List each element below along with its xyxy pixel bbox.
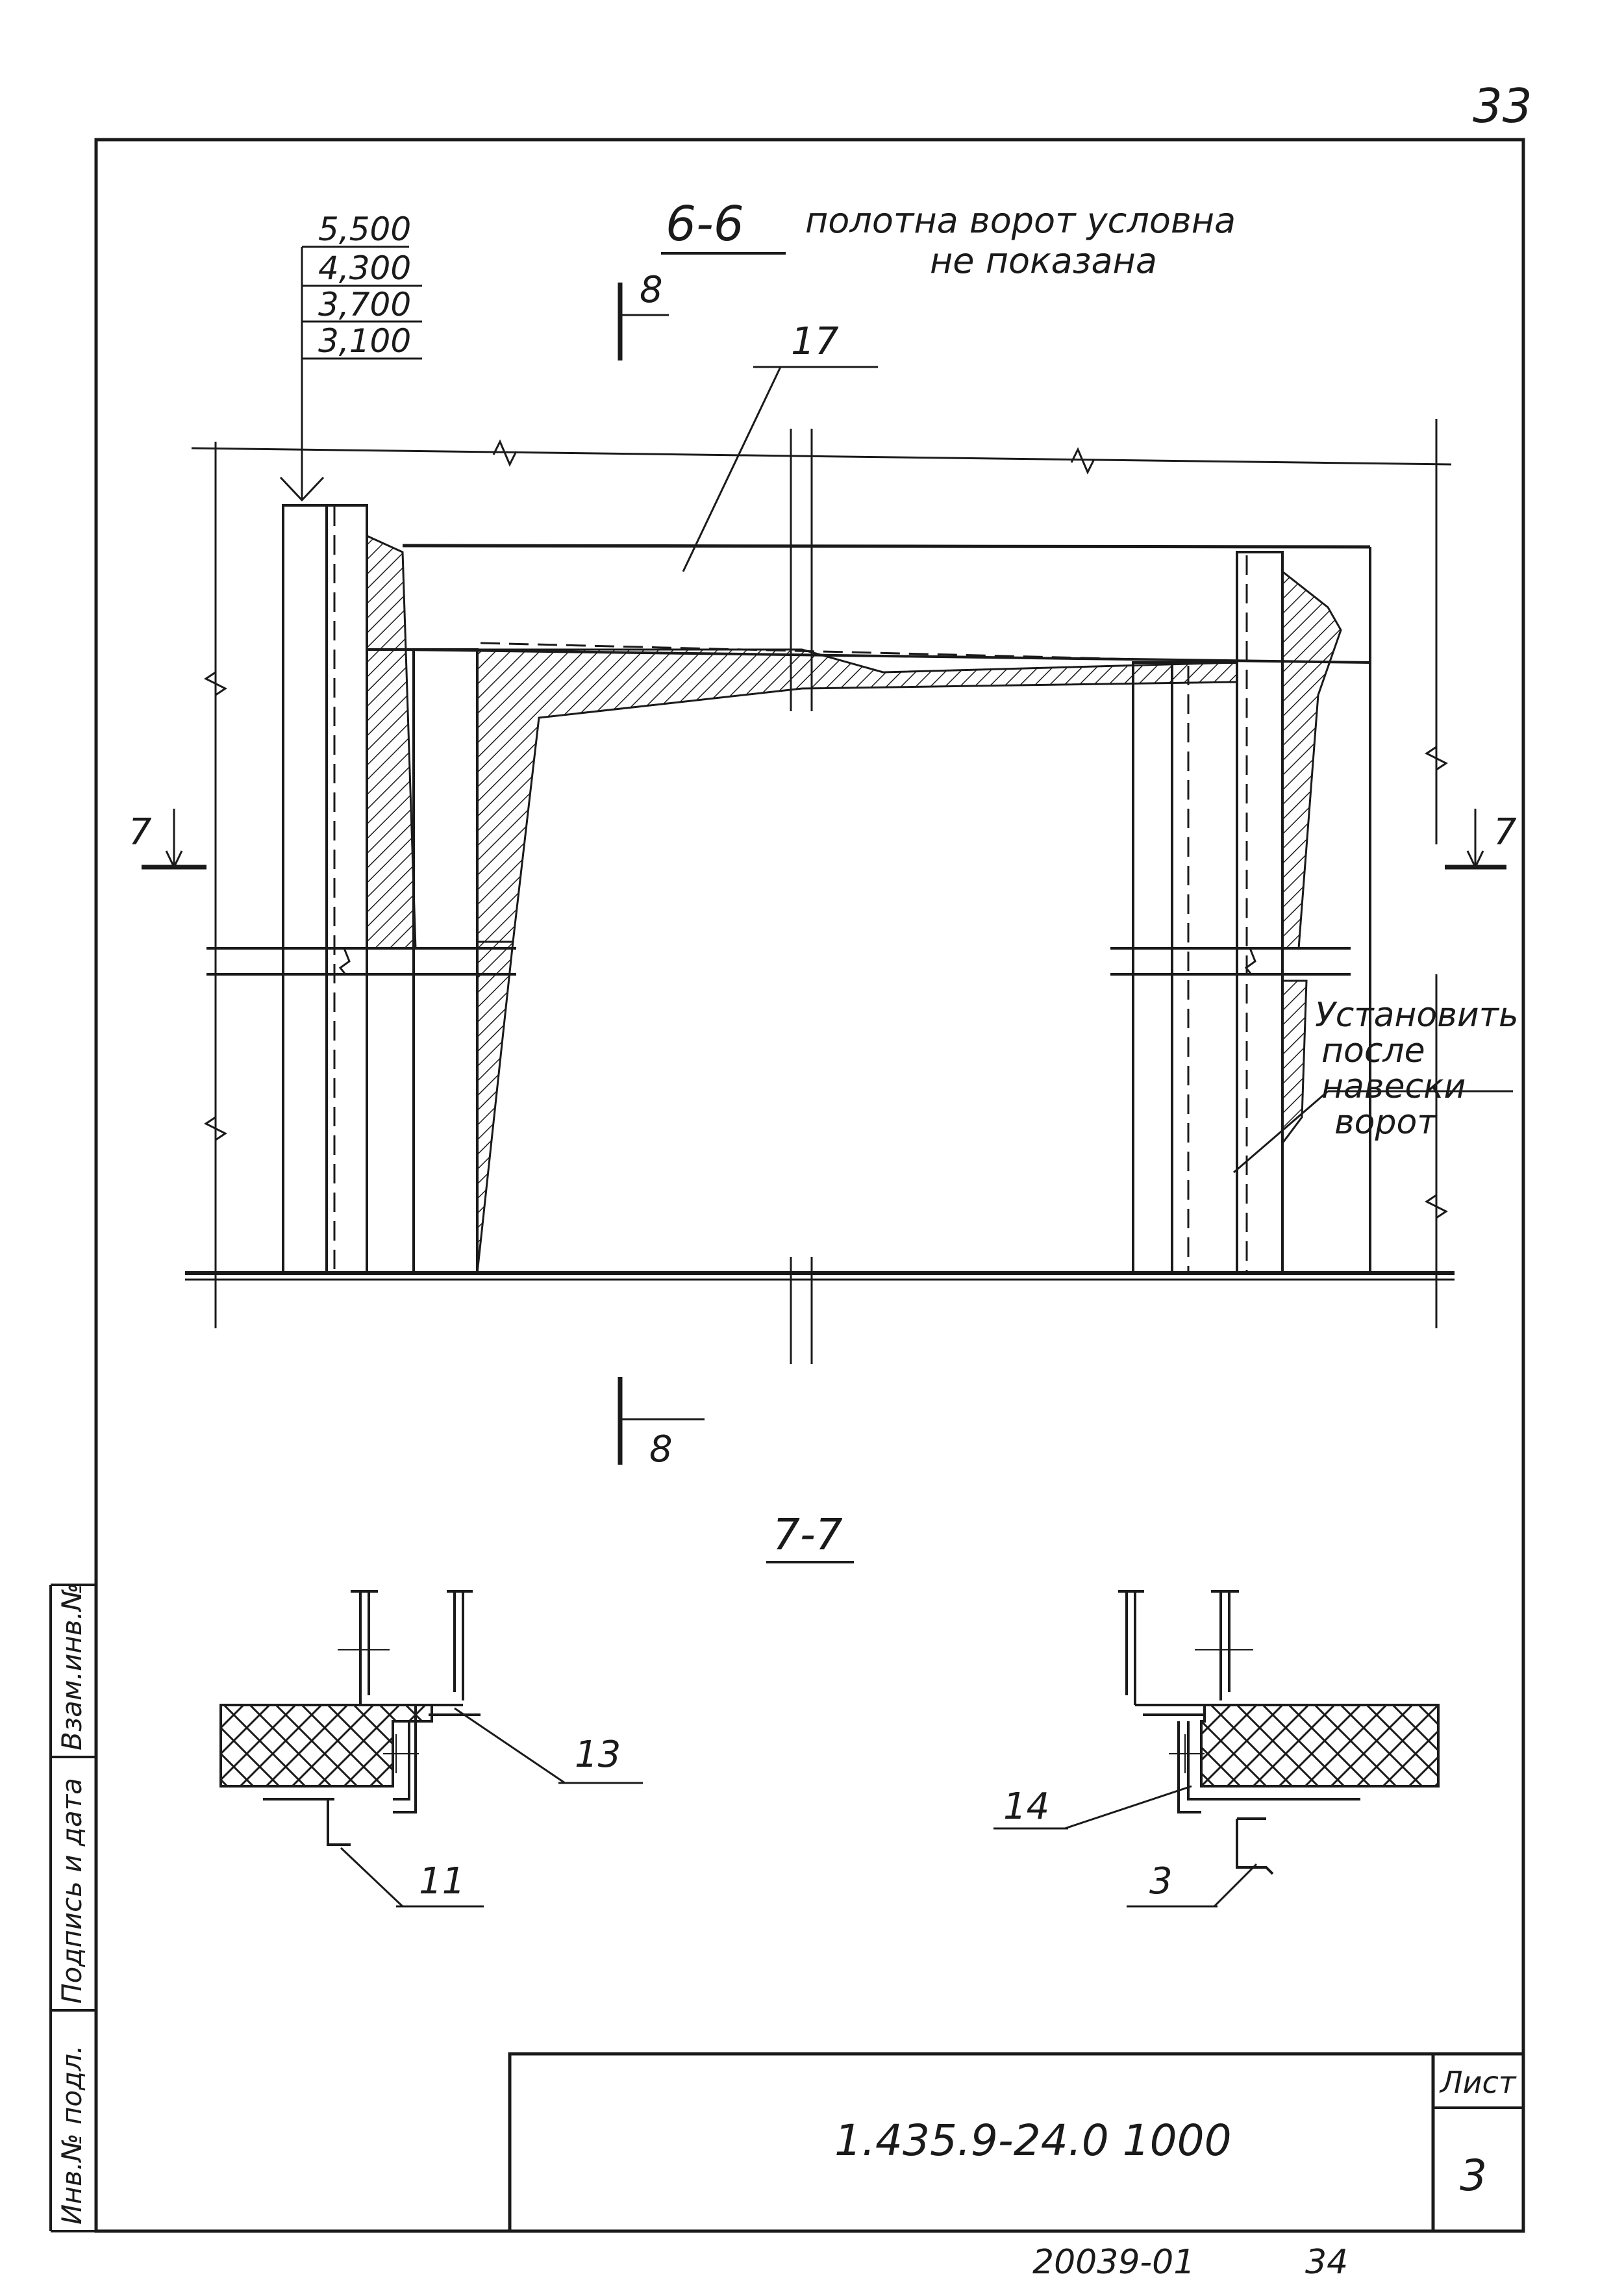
cut-7-right-label: 7 [1493,811,1517,853]
side-stamp: Инв.№ подл. Подпись и дата Взам.инв.№ [49,1583,96,2232]
callout-14-label: 14 [1003,1786,1049,1828]
install-note-line2: после [1321,1031,1425,1070]
install-note: Установить после навески ворот [1233,996,1519,1174]
mid-break [206,947,1351,976]
install-note-line1: Установить [1315,996,1519,1035]
cut-mark-7-right: 7 [1445,809,1517,870]
section-6-title: 6-6 [666,196,744,252]
cut-7-left-label: 7 [129,811,152,853]
sheet-number: 3 [1460,2151,1487,2201]
section-7-title: 7-7 [773,1510,843,1560]
elevation-marks: 5,500 4,300 3,700 3,100 [279,210,422,502]
bottom-number: 34 [1305,2243,1348,2282]
cut-mark-8-top: 8 [618,269,669,360]
callout-3: 3 [1127,1860,1258,1908]
detail-left [219,1590,481,1846]
callout-14: 14 [993,1785,1192,1830]
callout-11-label: 11 [419,1860,465,1902]
dimension-lines [191,419,1452,1328]
elevation-1: 5,500 [318,210,411,248]
document-designation: 1.435.9-24.0 1000 [834,2116,1232,2166]
cut-mark-8-bottom: 8 [618,1377,705,1471]
section-6-6: 6-6 полотна ворот условна не показана 5,… [129,196,1519,1471]
callout-17: 17 [682,319,878,572]
callout-17-label: 17 [791,319,839,363]
detail-right [1118,1590,1440,1875]
stamp-inv-podl: Инв.№ подл. [56,2045,88,2225]
install-note-line3: навески [1321,1067,1466,1106]
cut-8-top-label: 8 [640,269,663,311]
cut-mark-7-left: 7 [129,809,206,870]
title-block: 1.435.9-24.0 1000 Лист 3 [508,2052,1525,2233]
install-note-line4: ворот [1334,1103,1438,1142]
elevation-2: 4,300 [318,249,411,287]
callout-13-label: 13 [575,1734,621,1776]
callout-11: 11 [340,1847,484,1908]
section-7-7: 7-7 13 [219,1510,1440,1908]
callout-3-label: 3 [1149,1860,1173,1902]
section-6-note-line1: полотна ворот условна [805,200,1236,241]
elevation-3: 3,700 [318,286,411,323]
left-jamb [282,504,479,1274]
drawing-frame [94,138,1525,2233]
sheet-label: Лист [1439,2065,1517,2100]
section-6-note-line2: не показана [930,240,1157,281]
stamp-signature-date: Подпись и дата [56,1778,88,2004]
page-number: 33 [1473,79,1532,133]
bottom-code: 20039-01 [1032,2243,1195,2282]
lintel-beam [402,544,1371,1274]
center-break [790,429,813,1364]
cut-8-bottom-label: 8 [649,1428,673,1471]
elevation-4: 3,100 [318,322,411,360]
callout-13: 13 [454,1707,643,1784]
stamp-vzam-inv: Взам.инв.№ [56,1583,88,1750]
